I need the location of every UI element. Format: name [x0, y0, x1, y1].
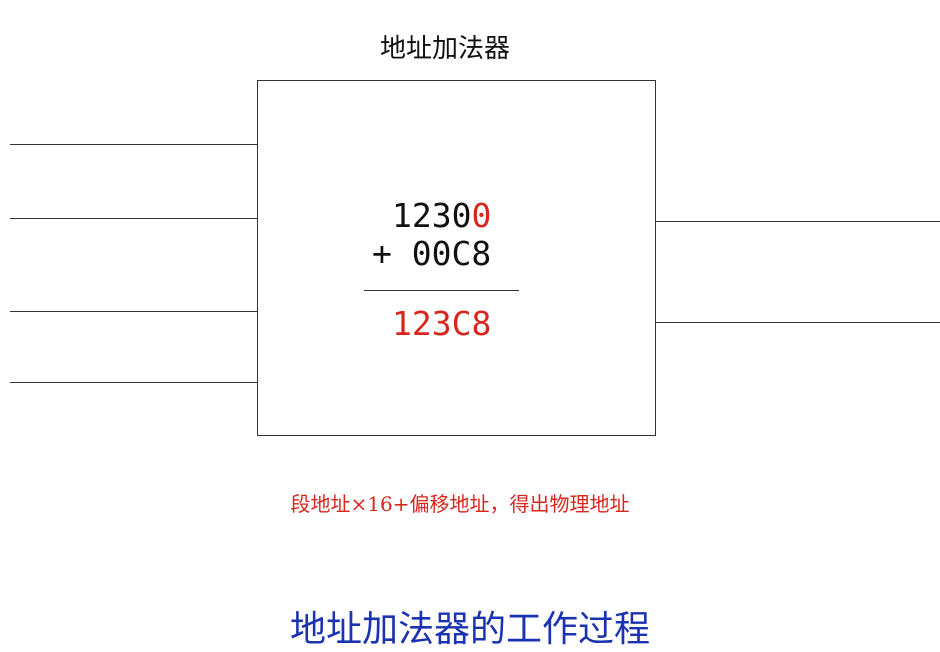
input-wire-2: [10, 218, 257, 219]
output-wire-2: [656, 322, 940, 323]
formula-note: 段地址×16+偏移地址，得出物理地址: [290, 492, 630, 516]
offset-address-line: + 00C8: [372, 234, 492, 273]
input-wire-1: [10, 144, 257, 145]
adder-box: [257, 80, 656, 436]
output-wire-1: [656, 221, 940, 222]
segment-address-digits: 1230: [392, 196, 472, 235]
segment-address-line: 12300: [392, 196, 491, 235]
appended-zero-digit: 0: [471, 196, 492, 235]
diagram-caption: 地址加法器的工作过程: [289, 609, 650, 650]
sum-rule: [364, 290, 519, 291]
physical-address-result: 123C8: [392, 304, 492, 343]
adder-title: 地址加法器: [379, 34, 510, 64]
input-wire-4: [10, 382, 257, 383]
input-wire-3: [10, 311, 257, 312]
